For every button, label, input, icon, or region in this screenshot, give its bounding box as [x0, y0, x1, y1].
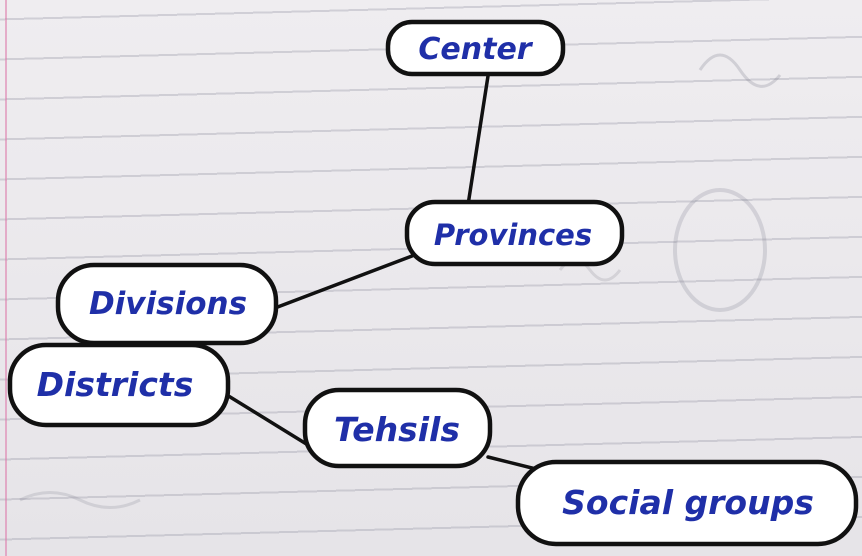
node-center-label: Center: [418, 32, 533, 67]
node-districts-label: Districts: [37, 365, 194, 404]
node-tehsils-box: [302, 387, 493, 469]
node-districts-box: [7, 342, 231, 428]
node-social-groups-box: [515, 459, 859, 547]
node-divisions-label: Divisions: [89, 286, 247, 322]
node-districts: Districts: [7, 342, 231, 428]
node-provinces: Provinces: [404, 199, 625, 267]
node-tehsils-label: Tehsils: [334, 410, 460, 449]
node-social-groups: Social groups: [515, 459, 859, 547]
connector-center-provinces: [466, 74, 490, 207]
connector-districts-tehsils: [220, 390, 310, 447]
notebook-margin-line: [5, 0, 7, 556]
node-center: Center: [385, 19, 566, 77]
node-tehsils: Tehsils: [302, 387, 493, 469]
connector-provinces-divisions: [273, 254, 414, 310]
node-provinces-box: [404, 199, 625, 267]
node-provinces-label: Provinces: [434, 218, 592, 252]
node-center-box: [385, 19, 566, 77]
node-divisions: Divisions: [55, 262, 279, 346]
connector-tehsils-social-groups: [486, 455, 542, 472]
node-social-groups-label: Social groups: [562, 483, 814, 522]
